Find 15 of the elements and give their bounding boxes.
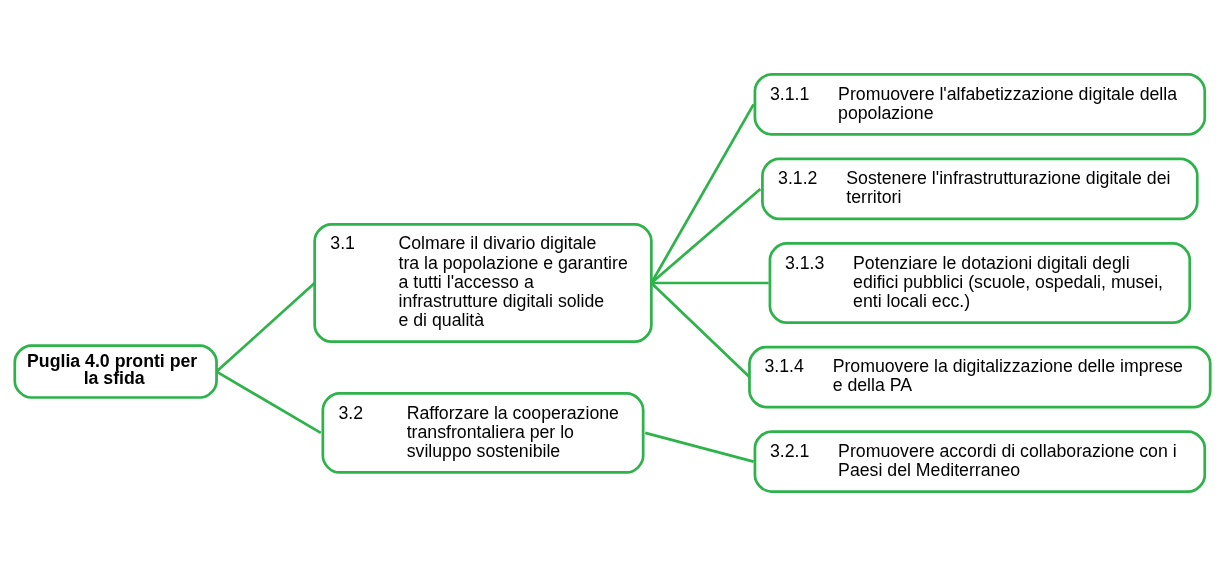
node-box: 3.1 Colmare il divario digitale tra la popolazione e garantire a tutti l'accesso a infrastrutture digitali solide e di qualità (313, 222, 653, 343)
node-box: 3.1.3 Potenziare le dotazioni digitali degli edifici pubblici (scuole, ospedali, musei, enti locali ecc.) (768, 241, 1192, 324)
connector (650, 281, 751, 378)
node-box: Puglia 4.0 pronti per la sfida (13, 343, 218, 399)
node-box: 3.2.1 Promuovere accordi di collaborazione con i Paesi del Mediterraneo (753, 429, 1207, 493)
node-box: 3.1.1 Promuovere l'alfabetizzazione digitale della popolazione (753, 72, 1207, 136)
connector (651, 281, 769, 284)
connector (215, 369, 322, 434)
node-box: 3.2 Rafforzare la cooperazione transfrontaliera per lo sviluppo sostenibile (321, 391, 645, 474)
connector (644, 431, 754, 463)
node-box: 3.1.2 Sostenere l'infrastrutturazione digitale dei territori (761, 157, 1199, 220)
connector (215, 281, 316, 373)
connector (650, 187, 762, 284)
node-box: 3.1.4 Promuovere la digitalizzazione delle imprese e della PA (748, 345, 1212, 408)
connector (650, 103, 755, 284)
